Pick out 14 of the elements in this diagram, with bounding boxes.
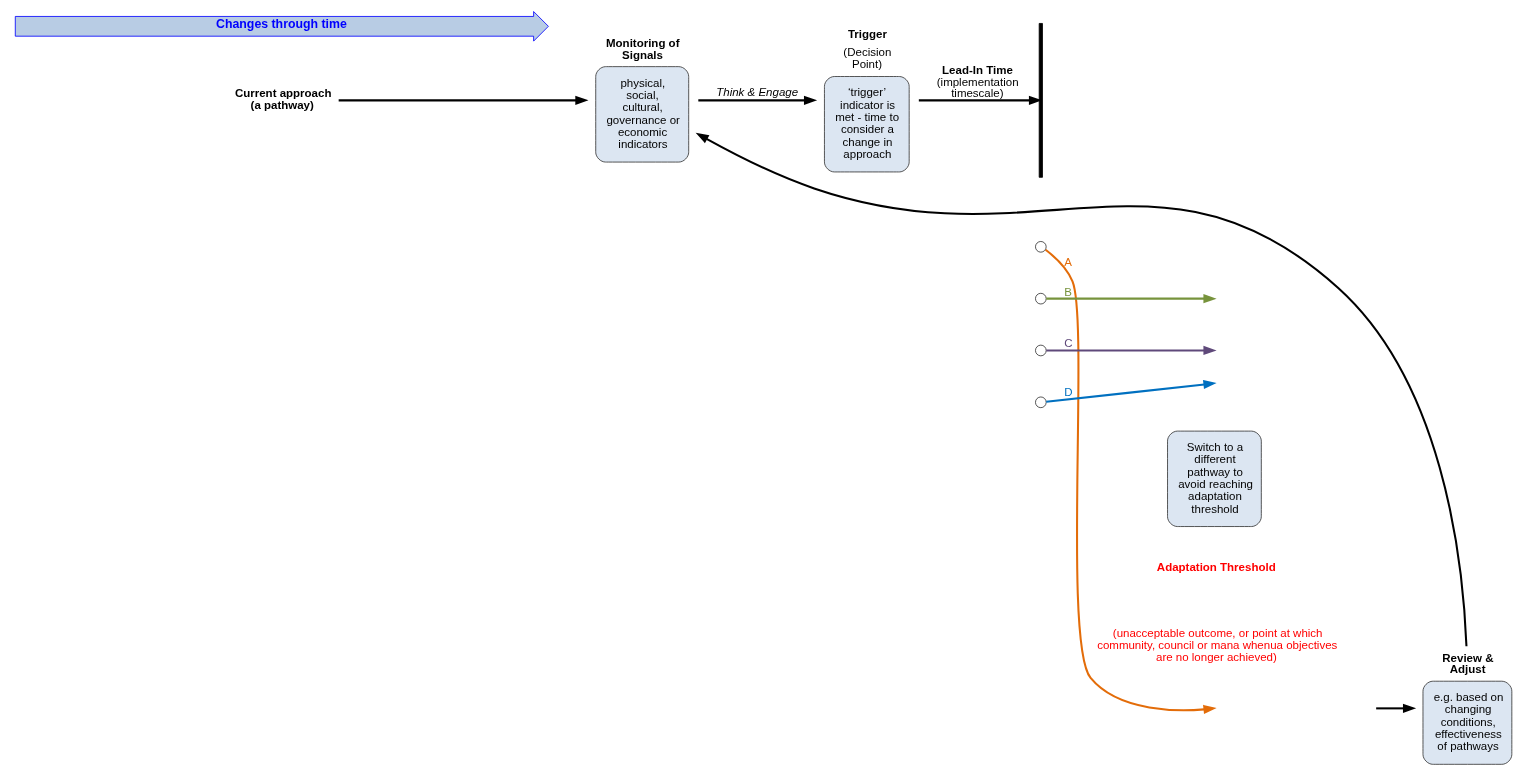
node-text: Current approach (a pathway) [234, 87, 331, 111]
label: Adaptation Threshold [1156, 560, 1276, 573]
node-label: Trigger [847, 28, 887, 41]
label: (unacceptable outcome, or point at which community, council or mana whenua objectives are no longer achieved) [1096, 626, 1337, 664]
node-label: Monitoring of Signals [605, 37, 679, 61]
edge-label: A [1063, 255, 1072, 268]
label: Changes through time [215, 17, 347, 32]
edge-label: Lead-In Time (implementation timescale) [936, 64, 1019, 100]
edge-label: B [1063, 285, 1072, 298]
node-label: (Decision Point) [842, 46, 891, 71]
node-label: Review & Adjust [1441, 651, 1493, 676]
edge-label: D [1063, 385, 1073, 398]
edge-label: Think & Engage [715, 86, 798, 99]
edge-label: C [1063, 337, 1073, 350]
